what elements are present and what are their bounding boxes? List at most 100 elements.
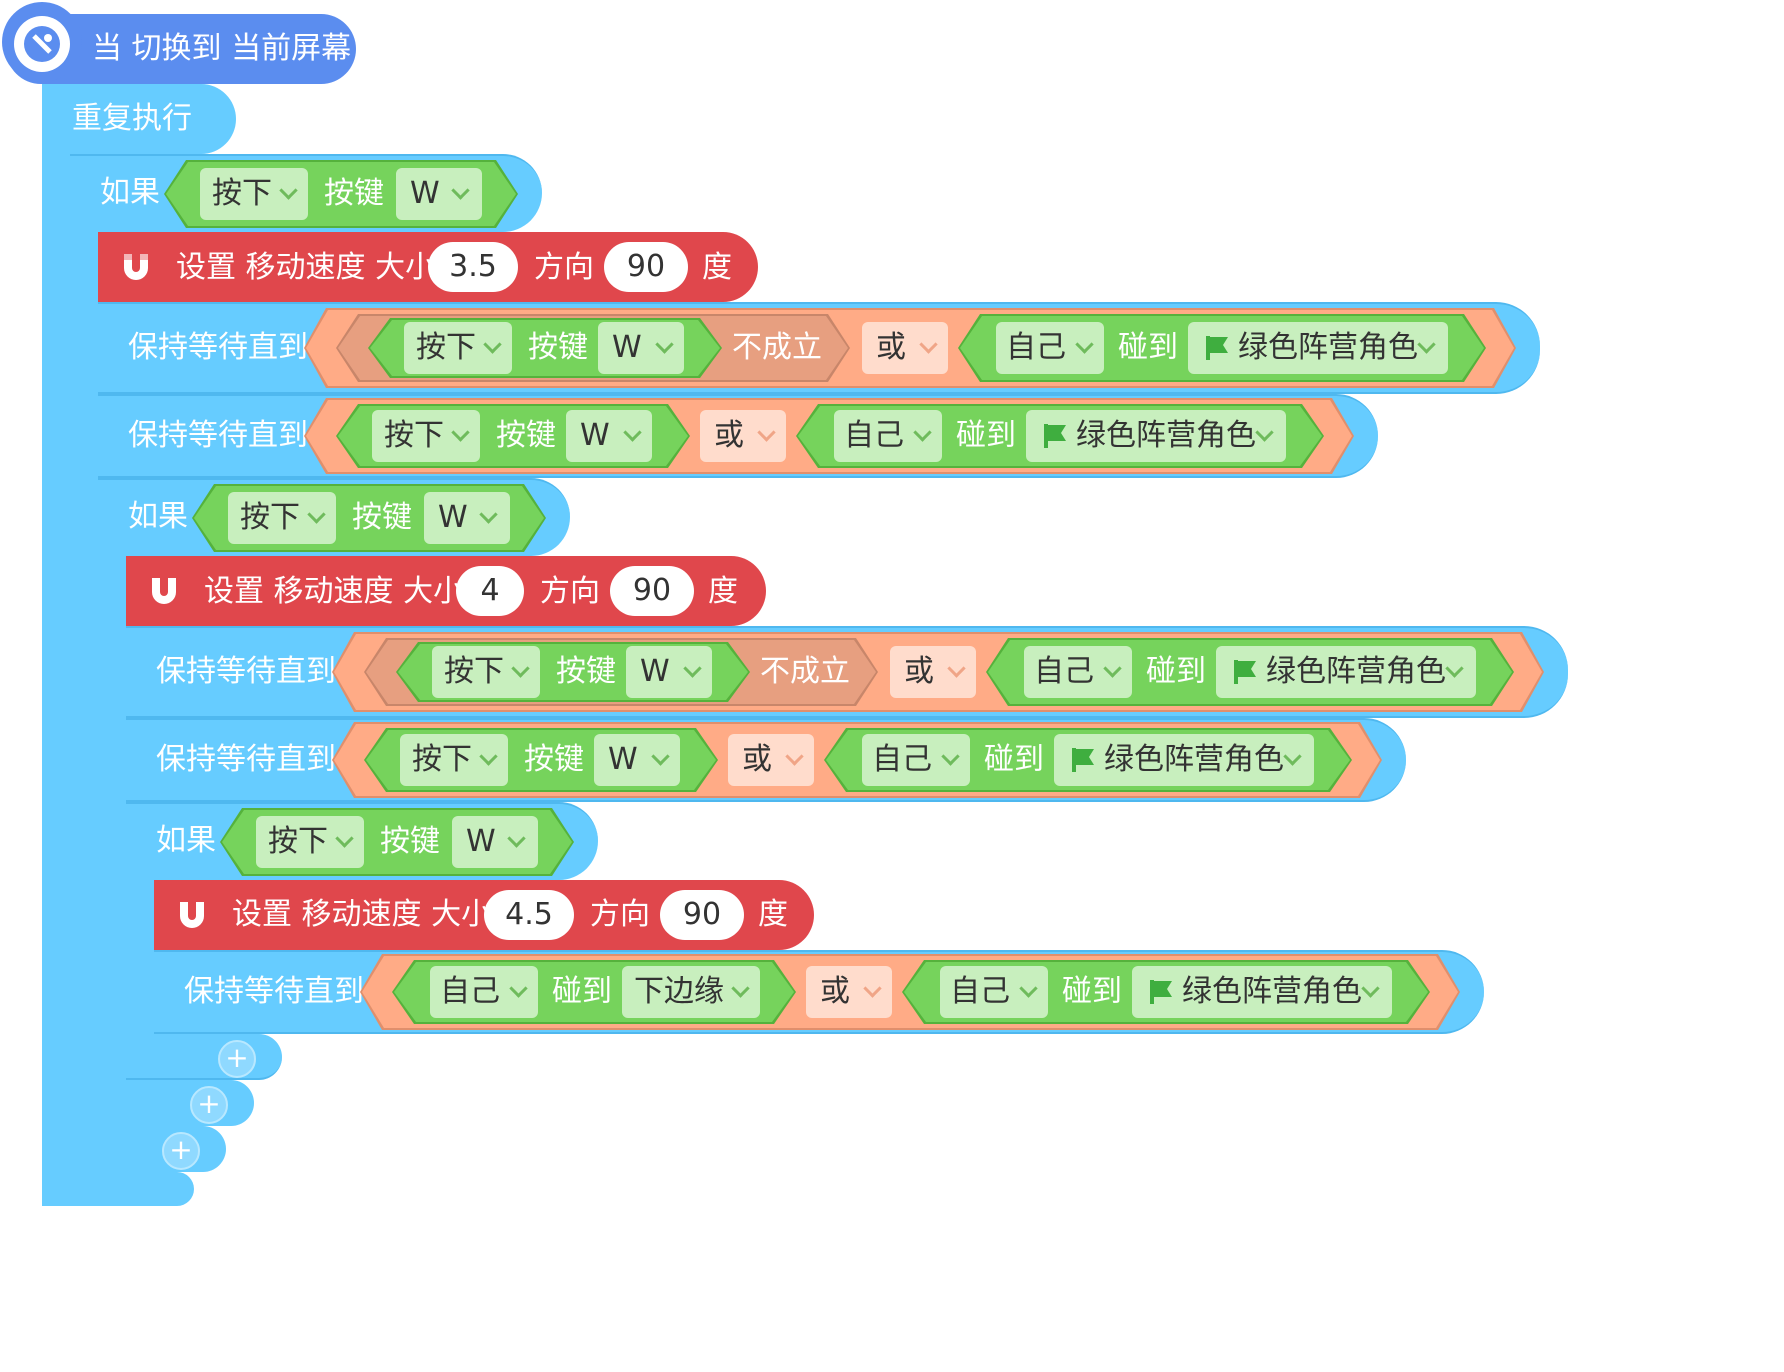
press-label: 按下 [444, 654, 504, 689]
add-block-button[interactable]: + [190, 1086, 228, 1124]
touch-label: 碰到 [956, 418, 1016, 453]
key-word: 按键 [528, 330, 588, 365]
key-value: W [612, 330, 642, 365]
self-label: 自己 [844, 418, 904, 453]
self-dropdown[interactable] [862, 734, 970, 786]
target-label: 绿色阵营角色 [1182, 974, 1362, 1009]
magnet-icon [146, 574, 182, 610]
press-dropdown[interactable] [404, 322, 512, 374]
angle-input[interactable]: 90 [604, 242, 688, 292]
press-dropdown[interactable] [256, 816, 364, 868]
or-dropdown[interactable] [728, 734, 814, 786]
or-dropdown[interactable] [862, 322, 948, 374]
press-dropdown[interactable] [400, 734, 508, 786]
if-label: 如果 [156, 823, 216, 858]
flag-icon [1148, 978, 1174, 1010]
key-dropdown[interactable] [424, 492, 510, 544]
angle-input[interactable]: 90 [660, 890, 744, 940]
degree-label: 度 [702, 250, 732, 285]
key-dropdown[interactable] [598, 322, 684, 374]
or-label: 或 [714, 418, 744, 453]
or-dropdown[interactable] [890, 646, 976, 698]
or-dropdown[interactable] [700, 410, 786, 462]
not-label: 不成立 [732, 330, 822, 365]
edge-label: 下边缘 [634, 974, 724, 1009]
or-label: 或 [820, 974, 850, 1009]
key-value: W [580, 418, 610, 453]
or-dropdown[interactable] [806, 966, 892, 1018]
repeat-block[interactable] [42, 84, 236, 154]
degree-label: 度 [758, 897, 788, 932]
degree-label: 度 [708, 574, 738, 609]
key-dropdown[interactable] [626, 646, 712, 698]
key-word: 按键 [352, 500, 412, 535]
self-dropdown[interactable] [940, 966, 1048, 1018]
target-label: 绿色阵营角色 [1266, 654, 1446, 689]
speed-input[interactable]: 3.5 [428, 242, 518, 292]
key-dropdown[interactable] [594, 734, 680, 786]
key-word: 按键 [380, 824, 440, 859]
key-word: 按键 [324, 176, 384, 211]
target-dropdown[interactable] [1026, 410, 1286, 462]
angle-input[interactable]: 90 [610, 566, 694, 616]
press-label: 按下 [268, 824, 328, 859]
press-dropdown[interactable] [432, 646, 540, 698]
target-dropdown[interactable] [1188, 322, 1448, 374]
or-label: 或 [742, 742, 772, 777]
magnet-icon [118, 250, 154, 286]
press-label: 按下 [212, 176, 272, 211]
edge-dropdown[interactable] [622, 966, 760, 1018]
add-block-button[interactable]: + [218, 1040, 256, 1078]
key-dropdown[interactable] [396, 168, 482, 220]
if-label: 如果 [100, 175, 160, 210]
flag-icon [1232, 658, 1258, 690]
speed-input[interactable]: 4.5 [484, 890, 574, 940]
magnet-icon [174, 898, 210, 934]
key-value: W [466, 824, 496, 859]
speed-input[interactable]: 4 [456, 566, 524, 616]
target-label: 绿色阵营角色 [1104, 742, 1284, 777]
flag-icon [1042, 422, 1068, 454]
key-dropdown[interactable] [566, 410, 652, 462]
angle-value: 90 [626, 249, 666, 284]
press-label: 按下 [412, 742, 472, 777]
key-value: W [438, 500, 468, 535]
wait-label: 保持等待直到 [128, 330, 308, 365]
wait-label: 保持等待直到 [128, 418, 308, 453]
self-label: 自己 [1034, 654, 1094, 689]
wait-label: 保持等待直到 [156, 742, 336, 777]
add-block-button[interactable]: + [162, 1132, 200, 1170]
self-label: 自己 [440, 974, 500, 1009]
press-dropdown[interactable] [372, 410, 480, 462]
touch-label: 碰到 [552, 974, 612, 1009]
target-dropdown[interactable] [1216, 646, 1476, 698]
touch-label: 碰到 [1146, 654, 1206, 689]
key-value: W [608, 742, 638, 777]
target-label: 绿色阵营角色 [1076, 418, 1256, 453]
touch-label: 碰到 [1062, 974, 1122, 1009]
self-dropdown[interactable] [430, 966, 538, 1018]
flag-icon [1204, 334, 1230, 366]
if-arm-1 [70, 228, 100, 1172]
self-dropdown[interactable] [996, 322, 1104, 374]
self-dropdown[interactable] [834, 410, 942, 462]
touch-label: 碰到 [1118, 330, 1178, 365]
target-dropdown[interactable] [1132, 966, 1392, 1018]
press-label: 按下 [384, 418, 444, 453]
target-dropdown[interactable] [1054, 734, 1314, 786]
angle-value: 90 [682, 897, 722, 932]
speed-value: 3.5 [449, 249, 497, 284]
not-label: 不成立 [760, 654, 850, 689]
repeat-arm [42, 150, 72, 1206]
set-speed-label: 设置 移动速度 大小 [232, 897, 492, 932]
satellite-dish-icon [14, 16, 70, 72]
self-label: 自己 [950, 974, 1010, 1009]
if-arm-3 [126, 876, 156, 1036]
self-dropdown[interactable] [1024, 646, 1132, 698]
set-speed-label: 设置 移动速度 大小 [176, 250, 436, 285]
if-foot-1 [70, 1126, 226, 1172]
target-label: 绿色阵营角色 [1238, 330, 1418, 365]
press-dropdown[interactable] [200, 168, 308, 220]
press-dropdown[interactable] [228, 492, 336, 544]
key-dropdown[interactable] [452, 816, 538, 868]
